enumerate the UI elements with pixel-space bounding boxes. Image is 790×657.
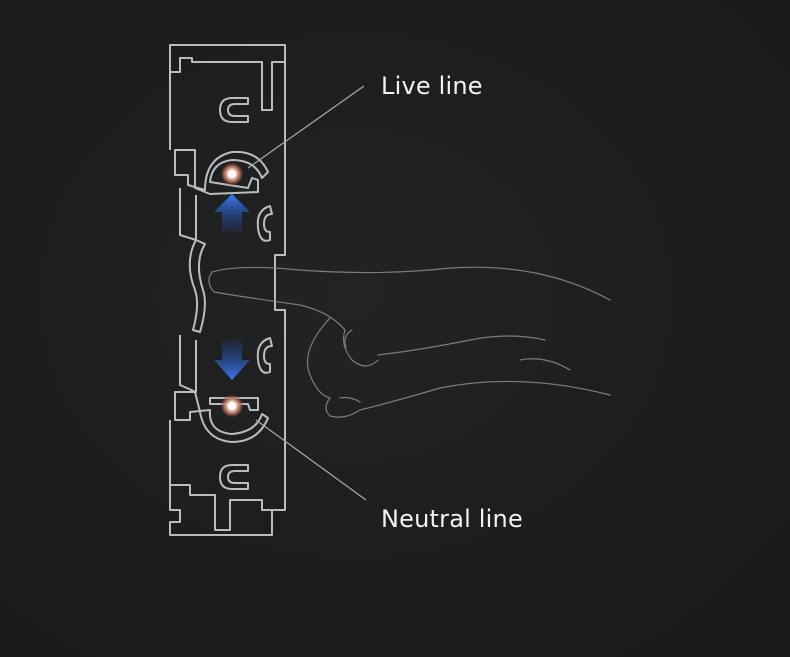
- neutral-contact-point-icon: [220, 394, 244, 418]
- live-contact-point-icon: [220, 162, 244, 186]
- arrow-up-icon: [214, 194, 250, 232]
- live-line-label: Live line: [381, 72, 483, 100]
- track-profile-outline: [169, 44, 286, 536]
- neutral-leader-line: [255, 419, 367, 501]
- neutral-line-label: Neutral line: [381, 505, 523, 533]
- pointing-hand-icon: [208, 266, 611, 418]
- live-leader-line: [247, 85, 365, 169]
- arrow-down-icon: [214, 340, 250, 380]
